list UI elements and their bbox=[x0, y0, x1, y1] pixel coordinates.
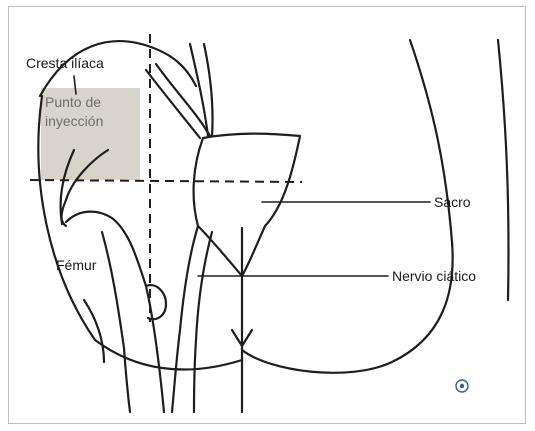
femur-trochanter bbox=[84, 300, 104, 362]
vessel-branch-3 bbox=[190, 44, 208, 136]
label-punto-de-inyeccion: Punto de inyección bbox=[45, 93, 103, 131]
body-edge-right bbox=[498, 40, 509, 300]
label-cresta-iliaca: Cresta ilíaca bbox=[26, 56, 104, 70]
label-punto-de-inyeccion-line1: Punto de bbox=[45, 93, 103, 112]
label-sacro: Sacro bbox=[434, 195, 471, 209]
femur-shaft-inner bbox=[102, 232, 130, 412]
label-femur: Fémur bbox=[56, 258, 96, 272]
quadrant-horizontal-line bbox=[30, 180, 302, 182]
label-punto-de-inyeccion-line2: inyección bbox=[45, 112, 103, 131]
label-nervio-ciatico: Nervio ciático bbox=[392, 269, 476, 283]
buttock-outline-right bbox=[242, 40, 453, 373]
seal-icon bbox=[456, 380, 468, 392]
sciatic-nerve-inner bbox=[194, 232, 212, 412]
sacrum-outline bbox=[194, 134, 300, 276]
